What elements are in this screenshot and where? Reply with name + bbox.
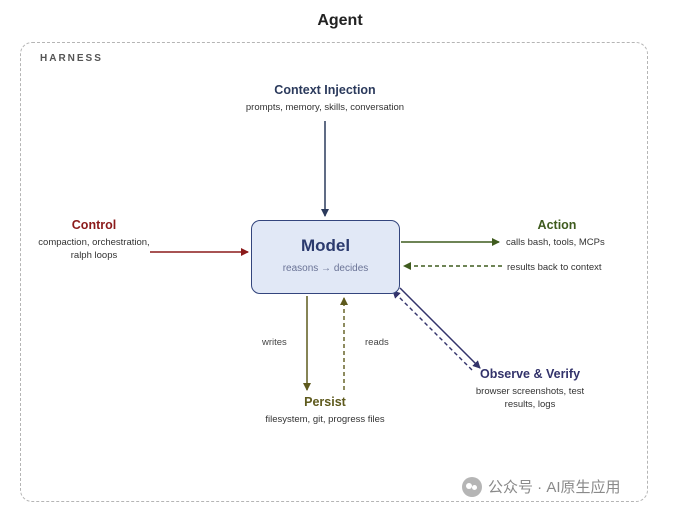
control-node: Control compaction, orchestration, ralph… (24, 218, 164, 262)
action-node: Action (497, 218, 617, 232)
model-box: Model reasons → decides (251, 220, 400, 294)
watermark: 公众号 · AI原生应用 (462, 476, 621, 497)
control-title: Control (71, 218, 117, 232)
context-injection-subtitle: prompts, memory, skills, conversation (245, 102, 405, 113)
model-title: Model (300, 236, 351, 255)
observe-verify-subtitle-line1: browser screenshots, test (475, 386, 585, 397)
observe-verify-subtitle-line2: results, logs (504, 399, 556, 410)
harness-label: HARNESS (40, 53, 103, 64)
action-subtitle: calls bash, tools, MCPs (506, 237, 605, 248)
observe-verify-node: Observe & Verify browser screenshots, te… (455, 367, 605, 411)
persist-title: Persist (304, 395, 346, 409)
context-injection-node: Context Injection prompts, memory, skill… (200, 83, 450, 114)
writes-label: writes (262, 337, 287, 348)
control-subtitle-line1: compaction, orchestration, (38, 237, 150, 248)
diagram-title: Agent (317, 12, 363, 29)
reads-label: reads (365, 337, 389, 348)
persist-subtitle: filesystem, git, progress files (265, 414, 385, 425)
model-subtitle: reasons → decides (282, 263, 369, 274)
observe-to-model-arrow (392, 290, 473, 371)
wechat-icon (462, 476, 482, 497)
context-injection-title: Context Injection (274, 83, 376, 97)
persist-node: Persist filesystem, git, progress files (225, 395, 425, 426)
observe-verify-title: Observe & Verify (479, 367, 581, 381)
control-subtitle-line2: ralph loops (70, 250, 118, 261)
action-return-label: results back to context (507, 262, 602, 273)
harness-frame (20, 42, 648, 502)
model-to-observe-arrow (399, 287, 481, 369)
action-title: Action (537, 218, 577, 232)
watermark-text: 公众号 · AI原生应用 (488, 479, 621, 496)
